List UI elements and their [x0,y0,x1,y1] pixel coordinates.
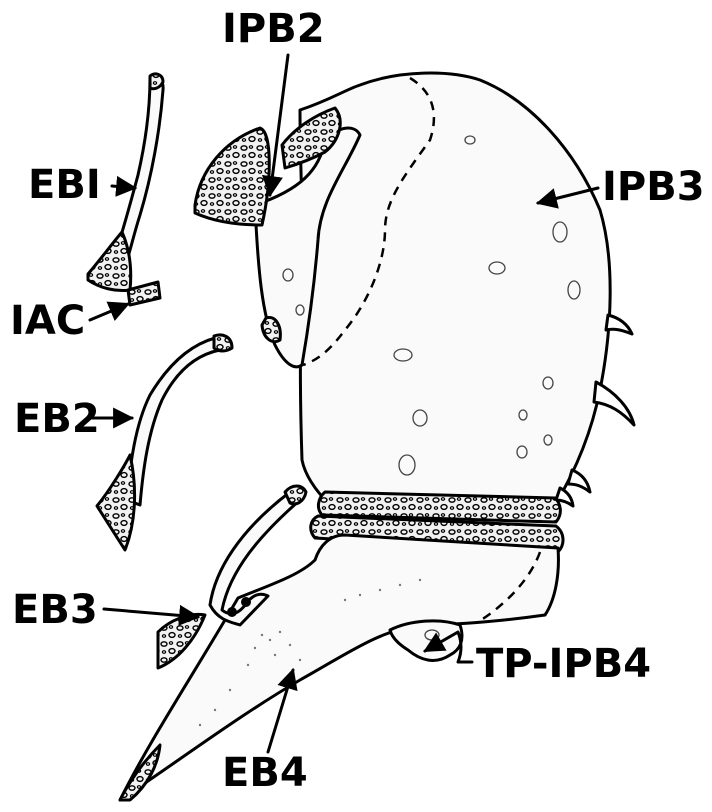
label-eb2: EB2 [14,396,100,442]
arrow-eb1 [112,186,135,188]
label-eb1: EBI [28,162,101,208]
label-ipb2: IPB2 [222,6,325,52]
arrow-iac [90,304,128,320]
label-iac: IAC [10,298,85,344]
eb2-bone [97,335,232,550]
label-ipb3: IPB3 [602,164,705,210]
label-tp-ipb4: TP-IPB4 [476,641,651,687]
iac-cartilage [128,282,160,305]
arrow-ipb2 [270,55,288,195]
arrow-eb3 [104,609,198,617]
label-eb4: EB4 [222,750,308,796]
label-eb3: EB3 [12,587,98,633]
